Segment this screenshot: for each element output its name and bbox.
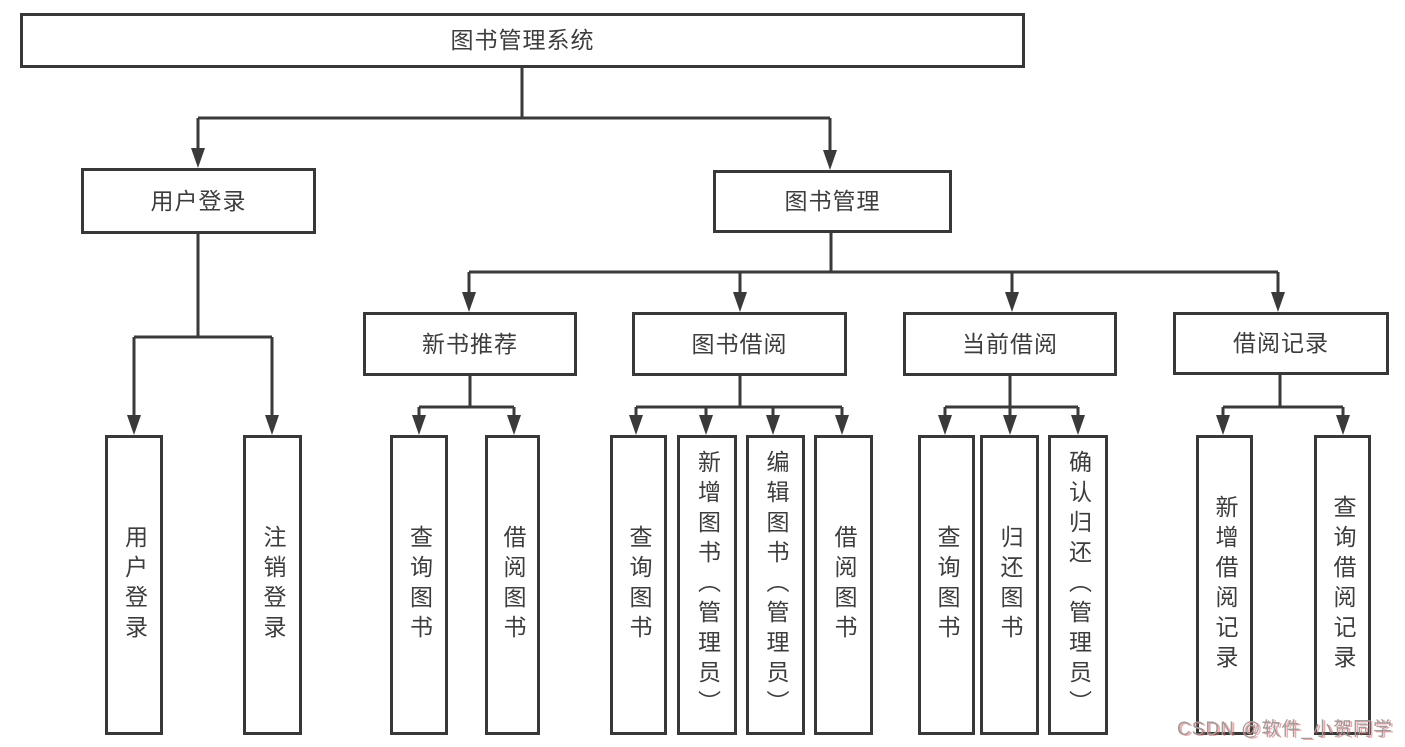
leaf-borrow-book: 借阅图书 [814,435,873,735]
leaf-user-login: 用户登录 [105,435,163,735]
leaf-logout: 注销登录 [243,435,302,735]
node-borrow-record: 借阅记录 [1173,312,1389,375]
node-new-book-recommend: 新书推荐 [363,312,577,376]
leaf-add-borrow-record: 新增借阅记录 [1196,435,1253,735]
csdn-watermark: CSDN @软件_小贺同学 [1177,719,1393,740]
leaf-newbook-borrow-book: 借阅图书 [485,435,540,735]
node-user-login: 用户登录 [81,168,316,234]
leaf-edit-book-admin: 编辑图书（管理员） [746,435,805,735]
node-current-borrow: 当前借阅 [903,312,1117,376]
leaf-return-book: 归还图书 [980,435,1039,735]
node-book-borrow: 图书借阅 [632,312,847,376]
node-root-system: 图书管理系统 [20,13,1025,68]
leaf-query-borrow-record: 查询借阅记录 [1314,435,1371,735]
leaf-confirm-return-admin: 确认归还（管理员） [1048,435,1108,735]
leaf-newbook-query-book: 查询图书 [390,435,448,735]
arrowheads [127,148,1350,435]
node-book-management: 图书管理 [713,170,952,233]
leaf-current-query-book: 查询图书 [918,435,975,735]
leaf-add-book-admin: 新增图书（管理员） [677,435,737,735]
leaf-borrow-query-book: 查询图书 [610,435,667,735]
